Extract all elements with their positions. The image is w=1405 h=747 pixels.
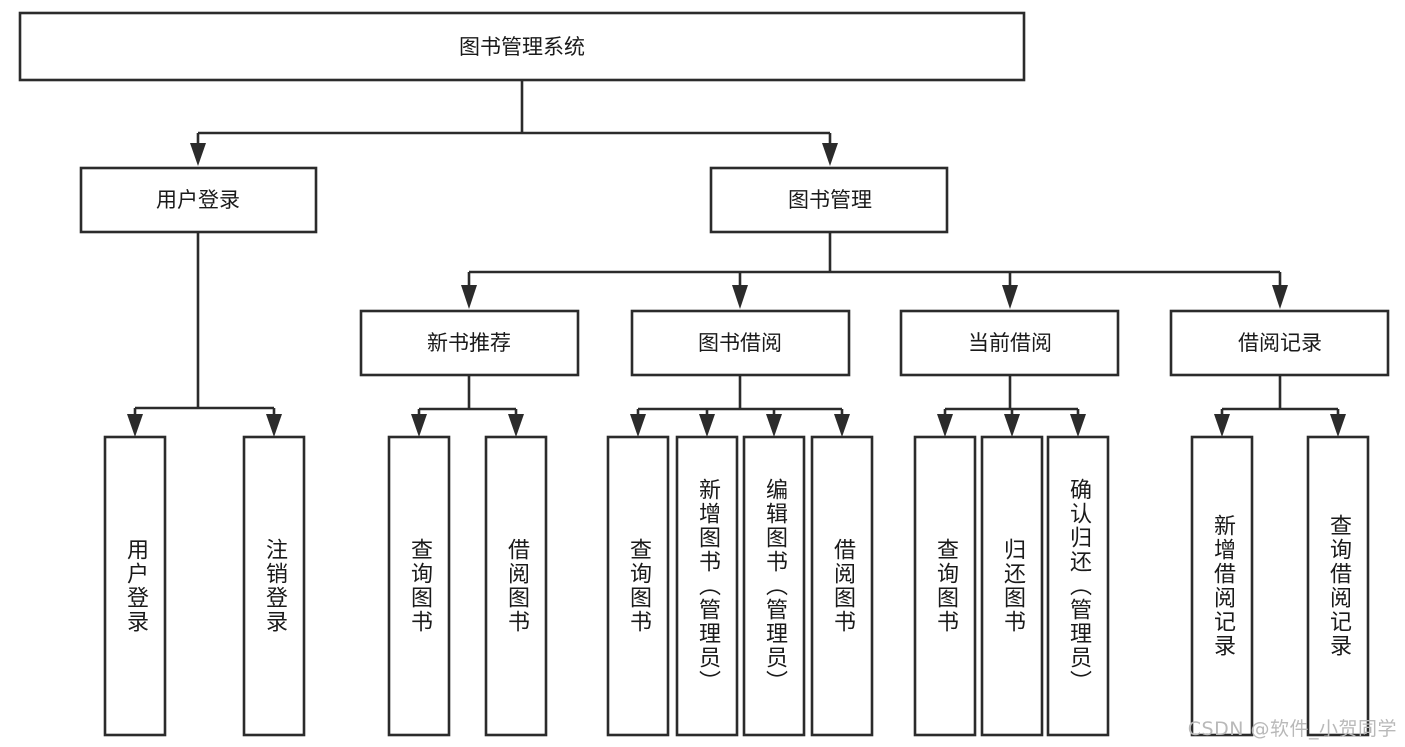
- node-root-label: 图书管理系统: [459, 35, 585, 59]
- node-book-management-box[interactable]: [709, 166, 949, 234]
- node-book-borrow-label: 图书借阅: [698, 331, 782, 355]
- leaf-boxes: [103, 435, 1370, 737]
- node-user-login-box[interactable]: [79, 166, 318, 234]
- node-borrow-record-box[interactable]: [1169, 309, 1390, 377]
- connector-group-borrow-records: [1214, 375, 1346, 437]
- arrowhead-icon: [1002, 285, 1018, 309]
- connector-group-root: [190, 80, 838, 166]
- node-book-borrow-box[interactable]: [630, 309, 851, 377]
- arrowhead-icon: [1004, 414, 1020, 437]
- node-root[interactable]: 图书管理系统: [18, 11, 1026, 82]
- leaf-box-logout[interactable]: [242, 435, 306, 737]
- node-user-login-label: 用户登录: [156, 188, 240, 212]
- arrowhead-icon: [630, 414, 646, 437]
- node-new-book-recommend-box[interactable]: [359, 309, 580, 377]
- node-book-borrow[interactable]: 图书借阅: [630, 309, 851, 377]
- arrowhead-icon: [732, 285, 748, 309]
- arrowhead-icon: [822, 143, 838, 166]
- arrowhead-icon: [1214, 414, 1230, 437]
- node-new-book-recommend-label: 新书推荐: [427, 331, 511, 355]
- node-user-login[interactable]: 用户登录: [79, 166, 318, 234]
- watermark: CSDN @软件_小贺同学: [1187, 718, 1397, 740]
- leaf-box-borrow-book-1[interactable]: [484, 435, 548, 737]
- node-current-borrow-label: 当前借阅: [968, 331, 1052, 355]
- arrowhead-icon: [508, 414, 524, 437]
- arrowhead-icon: [411, 414, 427, 437]
- node-borrow-record[interactable]: 借阅记录: [1169, 309, 1390, 377]
- arrowhead-icon: [127, 414, 143, 437]
- leaf-box-add-record[interactable]: [1190, 435, 1254, 737]
- arrowhead-icon: [266, 414, 282, 437]
- connector-group-book-borrow: [630, 375, 850, 437]
- connector-group-book-management: [461, 232, 1288, 309]
- node-root-box[interactable]: [18, 11, 1026, 82]
- node-current-borrow[interactable]: 当前借阅: [899, 309, 1120, 377]
- arrowhead-icon: [190, 143, 206, 166]
- leaf-box-return-book[interactable]: [980, 435, 1044, 737]
- connector-group-user-login: [127, 232, 282, 437]
- arrowhead-icon: [834, 414, 850, 437]
- arrowhead-icon: [766, 414, 782, 437]
- leaf-box-add-book[interactable]: [675, 435, 739, 737]
- leaf-box-confirm-return[interactable]: [1046, 435, 1110, 737]
- leaf-box-borrow-book-2[interactable]: [810, 435, 874, 737]
- connector-group-new-books: [411, 375, 524, 437]
- arrowhead-icon: [1330, 414, 1346, 437]
- arrowhead-icon: [699, 414, 715, 437]
- leaf-box-edit-book[interactable]: [742, 435, 806, 737]
- arrowhead-icon: [937, 414, 953, 437]
- node-book-management[interactable]: 图书管理: [709, 166, 949, 234]
- node-new-book-recommend[interactable]: 新书推荐: [359, 309, 580, 377]
- node-current-borrow-box[interactable]: [899, 309, 1120, 377]
- leaf-box-query-book-3[interactable]: [913, 435, 977, 737]
- connector-group-current-borrow: [937, 375, 1086, 437]
- node-borrow-record-label: 借阅记录: [1238, 331, 1322, 355]
- node-book-management-label: 图书管理: [788, 188, 872, 212]
- arrowhead-icon: [1272, 285, 1288, 309]
- leaf-box-query-book-2[interactable]: [606, 435, 670, 737]
- leaf-box-query-book-1[interactable]: [387, 435, 451, 737]
- arrowhead-icon: [1070, 414, 1086, 437]
- leaf-box-user-login[interactable]: [103, 435, 167, 737]
- leaf-box-query-record[interactable]: [1306, 435, 1370, 737]
- arrowhead-icon: [461, 285, 477, 309]
